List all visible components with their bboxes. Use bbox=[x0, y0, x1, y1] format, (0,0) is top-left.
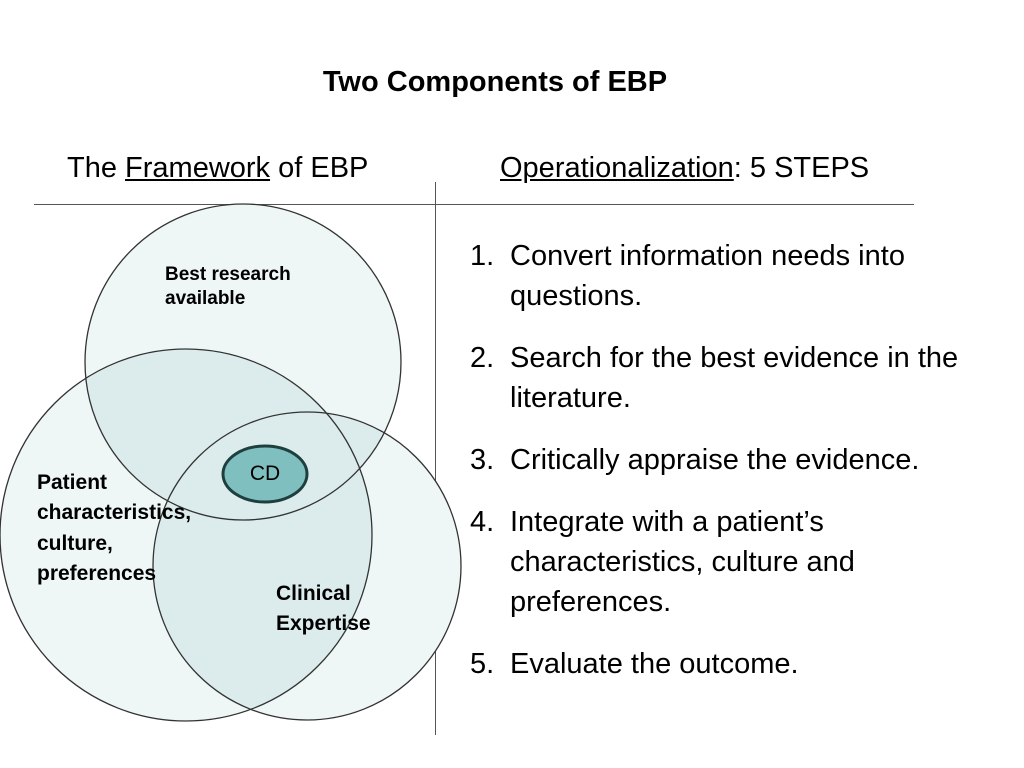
step-number: 1. bbox=[470, 240, 495, 272]
step-item: 5. Evaluate the outcome. bbox=[470, 644, 1015, 684]
step-item: 2. Search for the best evidence in the l… bbox=[470, 338, 1015, 418]
step-number: 3. bbox=[470, 444, 495, 476]
steps-header: Operationalization: 5 STEPS bbox=[500, 152, 869, 185]
framework-header-prefix: The bbox=[67, 152, 126, 184]
slide-title: Two Components of EBP bbox=[322, 66, 668, 98]
circle-outlines bbox=[0, 203, 462, 722]
patient-circle bbox=[0, 348, 373, 722]
step-number: 2. bbox=[470, 342, 495, 374]
step-text: Convert information needs into questions… bbox=[510, 240, 905, 312]
patient-label: Patient characteristics, culture, prefer… bbox=[37, 468, 191, 590]
step-number: 4. bbox=[470, 506, 495, 538]
patient-label-line: culture, bbox=[37, 531, 113, 555]
research-label-line: available bbox=[165, 287, 246, 309]
steps-list: 1. Convert information needs into questi… bbox=[470, 236, 1015, 706]
step-text: Search for the best evidence in the lite… bbox=[510, 342, 959, 414]
step-number: 5. bbox=[470, 648, 495, 680]
patient-label-line: Patient bbox=[37, 471, 108, 494]
horizontal-divider bbox=[34, 204, 914, 205]
vertical-divider bbox=[435, 182, 436, 735]
framework-header-suffix: of EBP bbox=[270, 152, 369, 184]
research-label-line: Best research bbox=[165, 264, 291, 285]
clinical-label-line: Clinical bbox=[276, 582, 351, 605]
step-text: Integrate with a patient’s characteristi… bbox=[510, 506, 855, 618]
clinical-label-line: Expertise bbox=[276, 612, 371, 636]
step-text: Critically appraise the evidence. bbox=[510, 444, 920, 476]
step-text: Evaluate the outcome. bbox=[510, 648, 799, 680]
clinical-circle bbox=[152, 411, 462, 721]
steps-header-suffix: : 5 STEPS bbox=[733, 152, 870, 184]
cd-label: CD bbox=[249, 462, 281, 485]
framework-header: The Framework of EBP bbox=[67, 152, 368, 185]
cd-ellipse bbox=[221, 444, 309, 504]
step-item: 1. Convert information needs into questi… bbox=[470, 236, 1015, 316]
research-circle bbox=[84, 203, 402, 521]
research-label: Best research available bbox=[165, 263, 291, 311]
venn-diagram bbox=[0, 203, 462, 722]
patient-label-line: preferences bbox=[37, 562, 157, 586]
step-item: 4. Integrate with a patient’s characteri… bbox=[470, 502, 1015, 622]
steps-header-underlined: Operationalization bbox=[500, 152, 734, 184]
framework-header-underlined: Framework bbox=[125, 152, 271, 184]
clinical-label: Clinical Expertise bbox=[276, 579, 371, 640]
step-item: 3. Critically appraise the evidence. bbox=[470, 440, 1015, 480]
patient-label-line: characteristics, bbox=[37, 501, 192, 525]
